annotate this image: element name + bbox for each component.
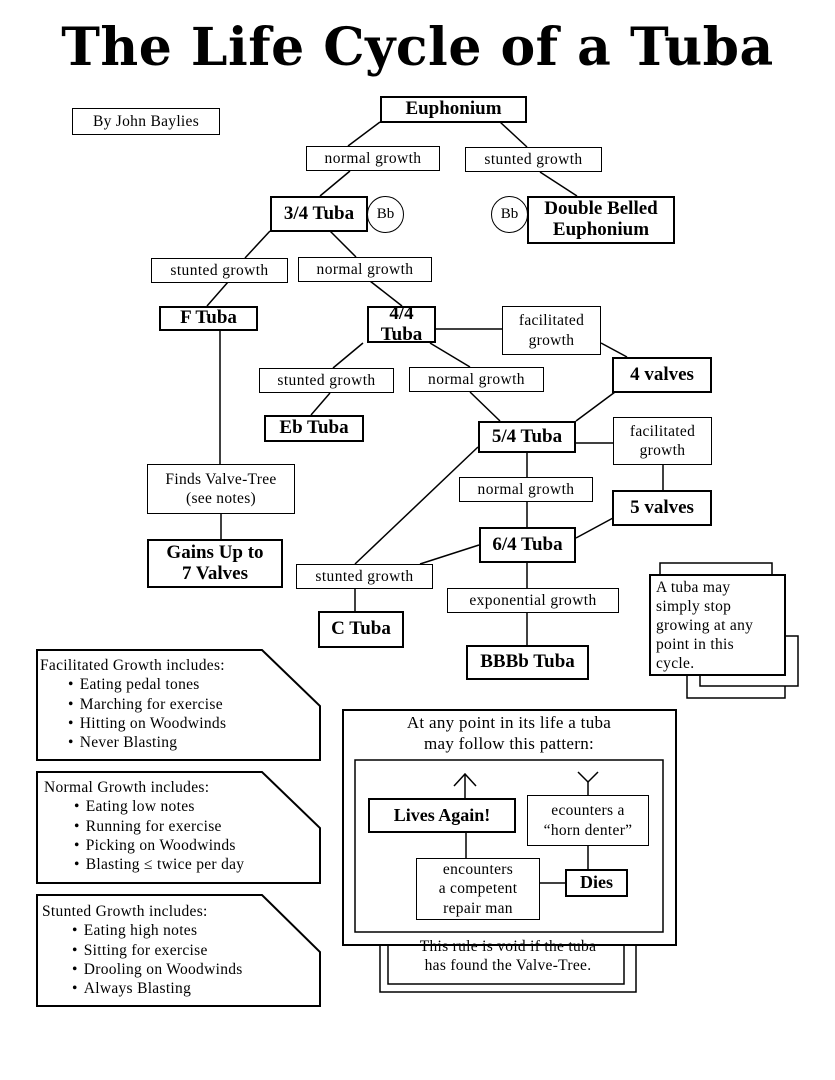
legend-facilitated: Facilitated Growth includes: Eating peda… bbox=[40, 656, 300, 752]
author-credit: By John Baylies bbox=[72, 108, 220, 135]
node-f-tuba: F Tuba bbox=[159, 306, 258, 331]
node-four-four-tuba: 4/4 Tuba bbox=[367, 303, 436, 344]
node-euphonium: Euphonium bbox=[380, 96, 527, 123]
legend-item: Eating pedal tones bbox=[68, 675, 300, 694]
edge-stunted-growth-3: stunted growth bbox=[259, 368, 394, 393]
edge-stunted-growth-2: stunted growth bbox=[151, 258, 288, 283]
legend-item: Picking on Woodwinds bbox=[74, 836, 304, 855]
node-bbbb-tuba: BBBb Tuba bbox=[466, 645, 589, 680]
pattern-lives-again: Lives Again! bbox=[368, 798, 516, 833]
legend-stunted-heading: Stunted Growth includes: bbox=[42, 903, 208, 920]
edge-normal-growth-2: normal growth bbox=[298, 257, 432, 282]
edge-facilitated-growth-2: facilitated growth bbox=[613, 417, 712, 465]
node-three-quarter-tuba: 3/4 Tuba bbox=[270, 196, 368, 232]
pattern-repair-man: encounters a competent repair man bbox=[416, 858, 540, 920]
legend-item: Drooling on Woodwinds bbox=[72, 960, 302, 979]
node-double-belled-euphonium: Double Belled Euphonium bbox=[527, 196, 675, 244]
edge-exponential-growth: exponential growth bbox=[447, 588, 619, 613]
node-eb-tuba: Eb Tuba bbox=[264, 415, 364, 442]
note-simply-stop: A tuba may simply stop growing at any po… bbox=[656, 579, 754, 672]
node-five-four-tuba: 5/4 Tuba bbox=[478, 421, 576, 453]
legend-item: Eating low notes bbox=[74, 797, 304, 816]
pattern-dies: Dies bbox=[565, 869, 628, 897]
edge-normal-growth-4: normal growth bbox=[459, 477, 593, 502]
node-five-valves: 5 valves bbox=[612, 490, 712, 526]
bb-badge-1: Bb bbox=[367, 196, 404, 233]
node-c-tuba: C Tuba bbox=[318, 611, 404, 648]
legend-facilitated-heading: Facilitated Growth includes: bbox=[40, 657, 225, 674]
legend-item: Sitting for exercise bbox=[72, 941, 302, 960]
node-six-four-tuba: 6/4 Tuba bbox=[479, 527, 576, 563]
edge-normal-growth-1: normal growth bbox=[306, 146, 440, 171]
legend-stunted: Stunted Growth includes: Eating high not… bbox=[42, 902, 302, 998]
legend-item: Marching for exercise bbox=[68, 695, 300, 714]
edge-stunted-growth-4: stunted growth bbox=[296, 564, 433, 589]
node-finds-valve-tree: Finds Valve-Tree (see notes) bbox=[147, 464, 295, 514]
pattern-void-rule: This rule is void if the tuba has found … bbox=[419, 937, 597, 974]
legend-item: Never Blasting bbox=[68, 733, 300, 752]
edge-stunted-growth-1: stunted growth bbox=[465, 147, 602, 172]
legend-item: Running for exercise bbox=[74, 817, 304, 836]
edge-facilitated-growth-1: facilitated growth bbox=[502, 306, 601, 355]
legend-normal: Normal Growth includes: Eating low notes… bbox=[44, 778, 304, 874]
legend-normal-heading: Normal Growth includes: bbox=[44, 779, 210, 796]
pattern-heading: At any point in its life a tuba may foll… bbox=[406, 713, 612, 753]
legend-item: Blasting ≤ twice per day bbox=[74, 855, 304, 874]
edge-normal-growth-3: normal growth bbox=[409, 367, 544, 392]
legend-item: Hitting on Woodwinds bbox=[68, 714, 300, 733]
bb-badge-2: Bb bbox=[491, 196, 528, 233]
legend-item: Eating high notes bbox=[72, 921, 302, 940]
node-four-valves: 4 valves bbox=[612, 357, 712, 393]
page-title: The Life Cycle of a Tuba bbox=[61, 17, 774, 78]
pattern-horn-denter: ecounters a “horn denter” bbox=[527, 795, 649, 846]
legend-item: Always Blasting bbox=[72, 979, 302, 998]
node-gains-seven-valves: Gains Up to 7 Valves bbox=[147, 539, 283, 588]
